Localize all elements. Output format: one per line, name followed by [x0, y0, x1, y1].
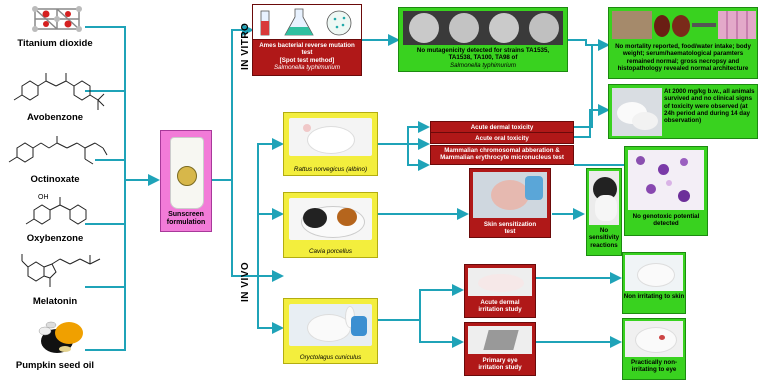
- avobenzone-structure: [8, 68, 108, 114]
- ingredient-melatonin: Melatonin: [32, 296, 78, 307]
- rabbit-frame: Oryctolagus cuniculus: [283, 298, 378, 364]
- sensitivity-result-box: No sensitivity reactions: [586, 168, 622, 256]
- eye-irritation-box: Primary eye irritation study: [464, 322, 536, 376]
- ingredient-pumpkin-seed-oil: Pumpkin seed oil: [15, 360, 95, 371]
- oral-result-box: At 2000 mg/kg b.w., all animals survived…: [608, 84, 758, 139]
- lab-glassware-icon: [260, 8, 352, 36]
- oral-result-text: At 2000 mg/kg b.w., all animals survived…: [664, 88, 755, 125]
- formulation-label: Sunscreen formulation: [166, 210, 206, 226]
- rat-group-image: [612, 88, 662, 136]
- ingredient-avobenzone: Avobenzone: [26, 112, 84, 123]
- hydroxyl-label: OH: [38, 194, 49, 201]
- mortality-result-text: No mortality reported, food/water intake…: [615, 43, 751, 72]
- titanium-dioxide-structure: [27, 3, 87, 35]
- ames-result-text: No mutagenicity detected for strains TA1…: [416, 47, 550, 62]
- skin-irritation-result-text: Non irritating to skin: [623, 293, 685, 300]
- ames-test-title: Ames bacterial reverse mutation test: [259, 42, 355, 57]
- skin-irritation-result-box: Non irritating to skin: [622, 252, 686, 314]
- ingredient-oxybenzone: Oxybenzone: [26, 233, 84, 244]
- melatonin-structure: [10, 251, 110, 297]
- rat-image: [289, 118, 372, 156]
- ames-test-organism: Salmonella typhimurium: [273, 63, 341, 71]
- in-vivo-label: IN VIVO: [240, 261, 251, 302]
- ingredient-titanium-dioxide: Titanium dioxide: [17, 38, 93, 49]
- oxybenzone-structure: OH: [20, 192, 100, 234]
- petri-dishes-image: [403, 11, 563, 45]
- rat-test-genotoxicity: Mammalian chromosomal abberation & Mamma…: [430, 145, 574, 165]
- sunscreen-tube-image: [170, 137, 204, 209]
- ames-test-panel: Ames bacterial reverse mutation test [Sp…: [252, 4, 362, 76]
- in-vitro-label: IN VITRO: [240, 22, 251, 70]
- pumpkin-seed-oil-image: [35, 315, 85, 357]
- ames-result-organism: Salmonella typhimurium: [449, 61, 517, 69]
- rabbit-caption: Oryctolagus cuniculus: [299, 354, 362, 361]
- rabbit-eye-result-image: [625, 321, 683, 357]
- guinea-pig-result-image: [589, 171, 619, 225]
- necropsy-images: [612, 11, 756, 41]
- ingredient-octinoxate: Octinoxate: [30, 174, 80, 185]
- rat-frame: Rattus norvegicus (albino): [283, 112, 378, 176]
- rabbit-image: [289, 304, 372, 346]
- guinea-pig-frame: Cavia porcellus: [283, 192, 378, 258]
- skin-test-image: [473, 172, 547, 218]
- eye-irritation-label: Primary eye irritation study: [478, 357, 522, 372]
- formulation-box: Sunscreen formulation: [160, 130, 212, 232]
- mortality-result-box: No mortality reported, food/water intake…: [608, 7, 758, 79]
- dermal-irritation-image: [468, 268, 532, 296]
- guinea-pig-image: [289, 198, 372, 240]
- rat-test-oral: Acute oral toxicity: [430, 132, 574, 144]
- octinoxate-structure: [5, 133, 110, 175]
- micronucleus-image: [628, 150, 704, 210]
- eye-irritation-result-text: Practically non-irritating to eye: [630, 359, 678, 374]
- eye-irritation-image: [468, 326, 532, 354]
- rabbit-skin-result-image: [625, 255, 683, 291]
- skin-sensitization-label: Skin sensitization test: [483, 221, 537, 236]
- dermal-irritation-label: Acute dermal irritation study: [478, 299, 522, 314]
- guinea-pig-caption: Cavia porcellus: [308, 248, 353, 255]
- genotoxic-result-box: No genotoxic potential detected: [624, 146, 708, 236]
- dermal-irritation-box: Acute dermal irritation study: [464, 264, 536, 318]
- ames-test-method: [Spot test method]: [279, 56, 335, 64]
- skin-sensitization-box: Skin sensitization test: [469, 168, 551, 238]
- sensitivity-result-text: No sensitivity reactions: [588, 227, 620, 249]
- eye-irritation-result-box: Practically non-irritating to eye: [622, 318, 686, 380]
- rat-caption: Rattus norvegicus (albino): [293, 166, 368, 173]
- genotoxic-result-text: No genotoxic potential detected: [632, 213, 700, 228]
- ames-result-box: No mutagenicity detected for strains TA1…: [398, 7, 568, 72]
